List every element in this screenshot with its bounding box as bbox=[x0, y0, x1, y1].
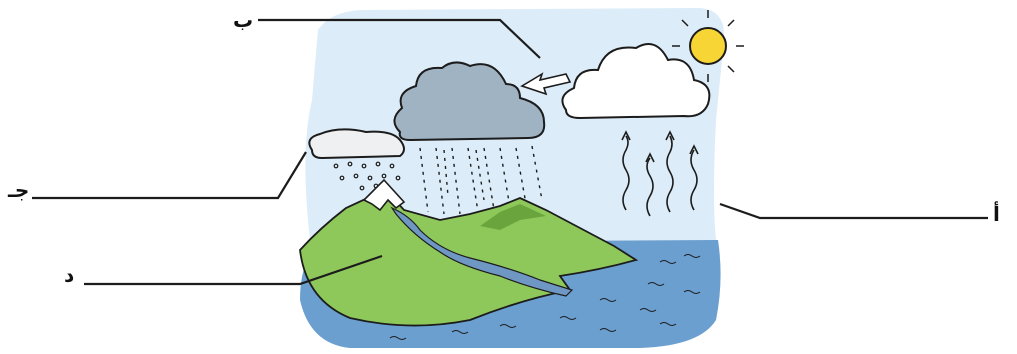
leader-line-a bbox=[720, 204, 988, 218]
label-j: جـ bbox=[8, 180, 29, 200]
label-d: د bbox=[64, 265, 74, 285]
label-b: ب bbox=[233, 10, 253, 30]
leader-line-j bbox=[32, 152, 306, 198]
label-a: أ bbox=[993, 204, 1000, 224]
snow-cloud-icon bbox=[309, 129, 404, 158]
